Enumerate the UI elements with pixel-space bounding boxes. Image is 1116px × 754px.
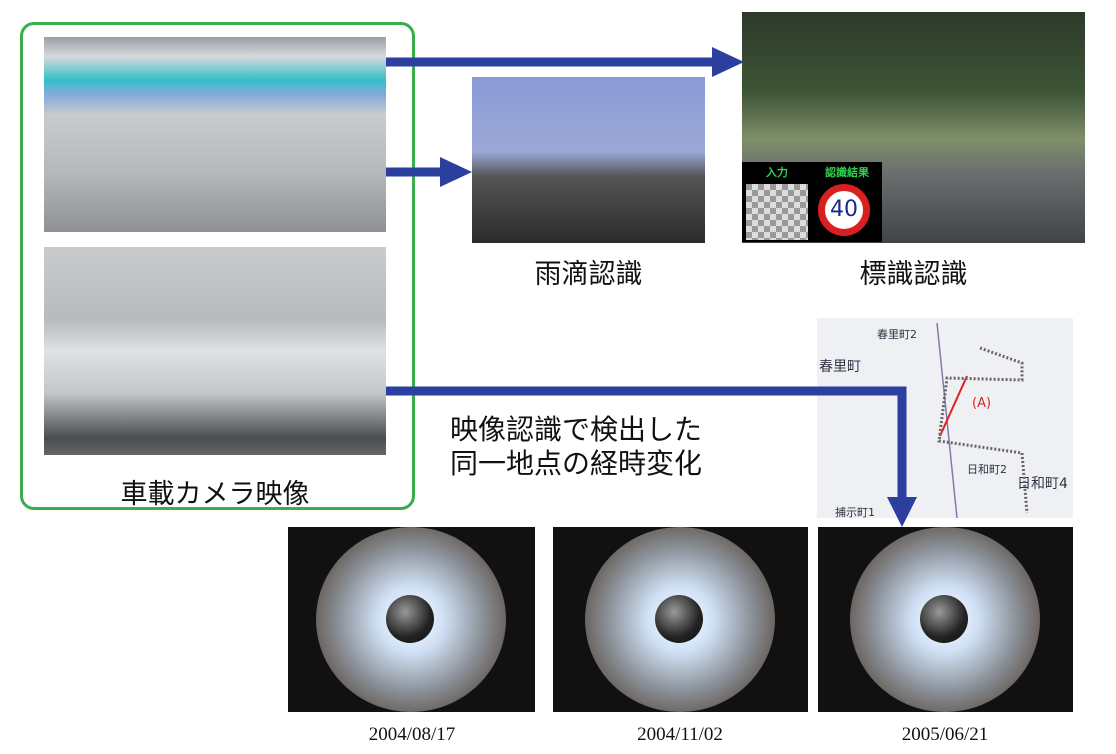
onboard-camera-frame [20, 22, 415, 510]
route-map: 春里町2 春里町 日和町4 日和町2 捕示町1 (A) [817, 318, 1073, 518]
sign-result-panel: 入力 認識結果 40 [742, 162, 882, 242]
map-town: 春里町 [819, 359, 861, 375]
result-label: 認識結果 [825, 166, 869, 179]
car-exterior-photo [44, 247, 386, 455]
raindrop-recognition-label: 雨滴認識 [534, 259, 643, 290]
car-interior-camera-photo [44, 37, 386, 232]
temporal-change-caption: 映像認識で検出した 同一地点の経時変化 [450, 413, 702, 481]
caption-line-2: 同一地点の経時変化 [450, 447, 703, 480]
fisheye-photo-1 [288, 527, 535, 712]
sign-recognition-label: 標識認識 [859, 259, 968, 290]
fisheye-photo-3 [818, 527, 1073, 712]
map-route [936, 322, 1029, 518]
raindrop-recognition-photo [472, 77, 705, 243]
route-label: (A) [972, 396, 992, 411]
fisheye-photo-2 [553, 527, 808, 712]
date-label-1: 2004/08/17 [368, 724, 456, 745]
map-town: 日和町4 [1017, 476, 1068, 492]
map-town: 春里町2 [877, 328, 917, 341]
speed-limit-sign: 40 [818, 184, 870, 236]
input-sign-image [746, 184, 808, 240]
sign-recognition-photo: 入力 認識結果 40 [742, 12, 1085, 243]
date-label-2: 2004/11/02 [637, 724, 723, 745]
map-town: 日和町2 [967, 463, 1007, 476]
date-label-3: 2005/06/21 [901, 724, 989, 745]
map-town: 捕示町1 [835, 506, 875, 518]
caption-line-1: 映像認識で検出した [450, 413, 703, 446]
arrow-to-sign-recognition [386, 47, 744, 77]
onboard-camera-label: 車載カメラ映像 [120, 479, 310, 510]
input-label: 入力 [766, 166, 788, 179]
